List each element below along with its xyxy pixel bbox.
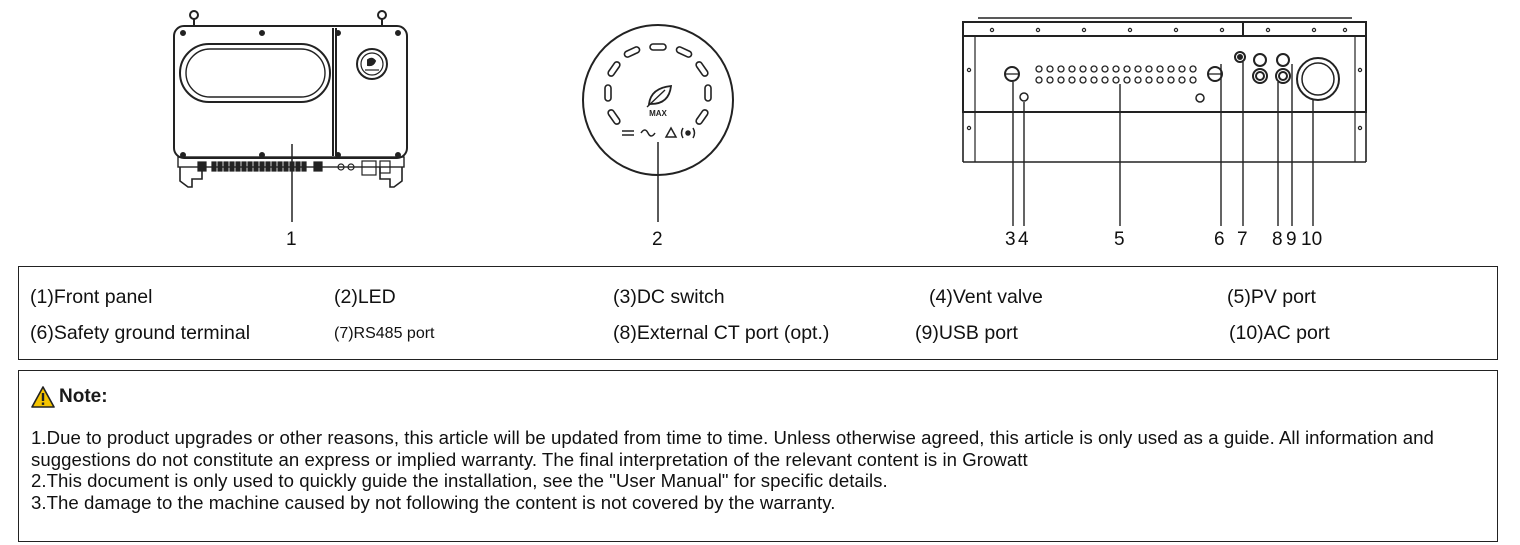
legend-table: (1)Front panel (2)LED (3)DC switch (4)Ve…	[18, 266, 1498, 360]
legend-rs485-port: (7)RS485 port	[334, 325, 435, 342]
note-line-3: 3.The damage to the machine caused by no…	[31, 491, 836, 513]
inverter-front-view	[173, 10, 408, 222]
legend-front-panel: (1)Front panel	[30, 286, 153, 308]
legend-external-ct-port: (8)External CT port (opt.)	[613, 322, 830, 344]
legend-ac-port: (10)AC port	[1229, 322, 1330, 344]
legend-pv-port: (5)PV port	[1227, 286, 1316, 308]
callout-5: 5	[1114, 229, 1125, 250]
callout-1: 1	[286, 229, 297, 250]
warning-icon	[31, 386, 55, 408]
note-title: Note:	[59, 386, 108, 407]
callout-9: 9	[1286, 229, 1297, 250]
figure-drawing: MAX	[173, 10, 1367, 226]
inverter-bottom-view	[962, 17, 1367, 226]
callout-6: 6	[1214, 229, 1225, 250]
note-line-1: 1.Due to product upgrades or other reaso…	[31, 427, 1434, 470]
legend-usb-port: (9)USB port	[915, 322, 1018, 344]
callout-3: 3	[1005, 229, 1016, 250]
callout-10: 10	[1301, 229, 1323, 250]
note-box: Note: 1.Due to product upgrades or other…	[18, 370, 1498, 542]
callout-4: 4	[1018, 229, 1029, 250]
note-body: 1.Due to product upgrades or other reaso…	[31, 427, 1487, 513]
callout-7: 7	[1237, 229, 1248, 250]
legend-led: (2)LED	[334, 286, 396, 308]
led-max-label: MAX	[649, 109, 667, 118]
legend-vent-valve: (4)Vent valve	[929, 286, 1043, 308]
callout-2: 2	[652, 229, 663, 250]
legend-safety-ground: (6)Safety ground terminal	[30, 322, 251, 344]
product-figure: MAX	[0, 0, 1520, 262]
note-header: Note:	[31, 377, 1487, 417]
note-line-2: 2.This document is only used to quickly …	[31, 470, 888, 491]
led-closeup	[582, 24, 734, 222]
callout-8: 8	[1272, 229, 1283, 250]
legend-dc-switch: (3)DC switch	[613, 286, 725, 308]
